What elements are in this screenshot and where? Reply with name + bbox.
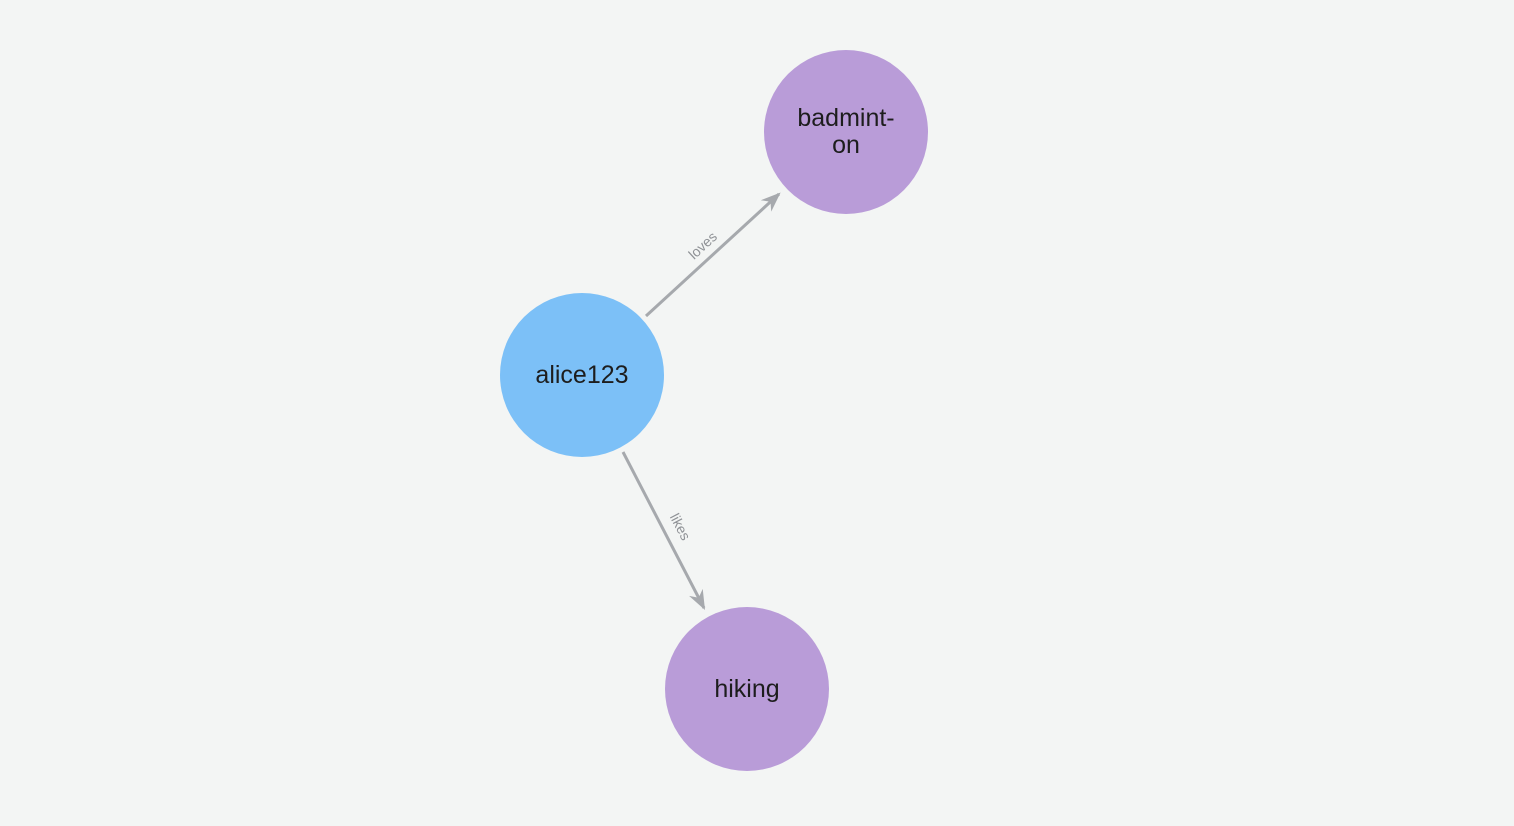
- node-hiking[interactable]: hiking: [665, 607, 829, 771]
- edge-likes[interactable]: likes: [621, 451, 706, 610]
- node-alice123-label: alice123: [535, 360, 629, 389]
- edge-loves-line[interactable]: [644, 192, 781, 318]
- node-badminton[interactable]: badmint- on: [764, 50, 928, 214]
- node-hiking-label: hiking: [714, 674, 780, 703]
- node-alice123[interactable]: alice123: [500, 293, 664, 457]
- edge-loves[interactable]: loves: [644, 192, 781, 318]
- edge-loves-label: loves: [685, 228, 720, 262]
- edge-likes-line[interactable]: [621, 451, 706, 610]
- edge-likes-label: likes: [667, 511, 694, 543]
- node-badminton-label: badmint- on: [797, 104, 895, 159]
